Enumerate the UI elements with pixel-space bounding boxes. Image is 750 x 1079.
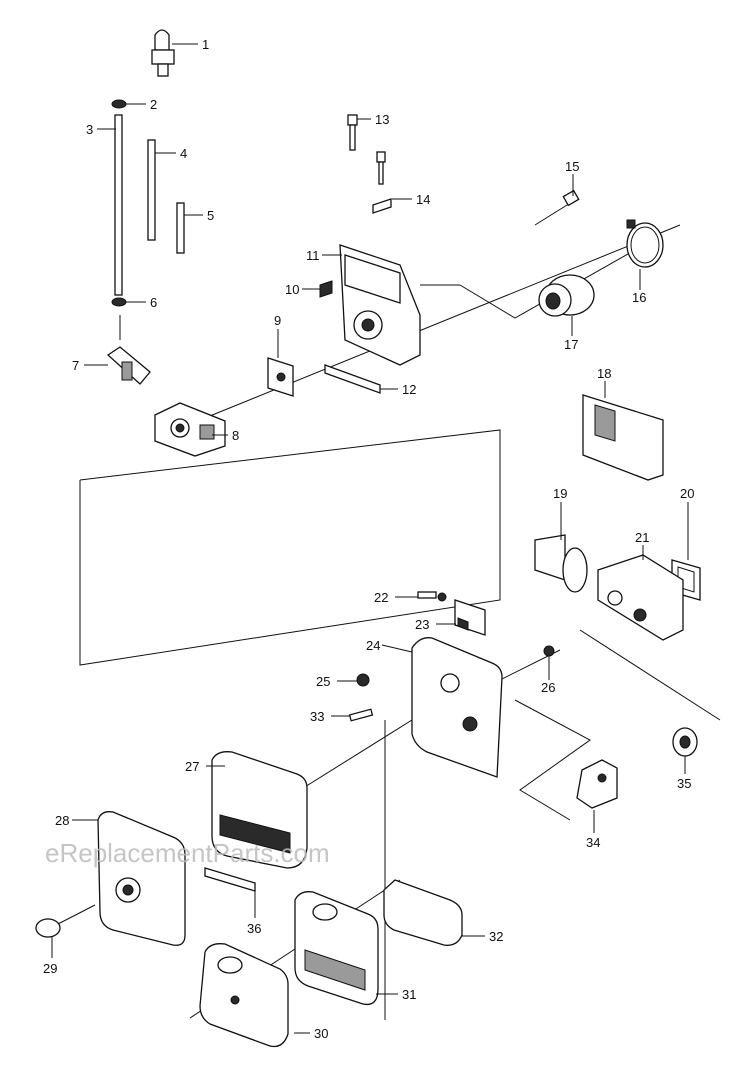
callout-14: 14 <box>416 192 430 207</box>
part-7-choke-lever <box>106 346 151 385</box>
callout-18: 18 <box>597 366 611 381</box>
callout-26: 26 <box>541 680 555 695</box>
callout-29: 29 <box>43 961 57 976</box>
callout-25: 25 <box>316 674 330 689</box>
callout-4: 4 <box>180 146 187 161</box>
callout-31: 31 <box>402 987 416 1002</box>
part-1-primer-bulb <box>151 29 175 77</box>
callout-20: 20 <box>680 486 694 501</box>
part-36-strip <box>204 867 256 892</box>
part-9-gasket-hole <box>276 372 286 382</box>
part-26-nut <box>543 645 555 657</box>
part-25-nut <box>356 673 370 687</box>
callout-30: 30 <box>314 1026 328 1041</box>
part-24-base-plate <box>411 637 503 778</box>
callout-24: 24 <box>366 638 380 653</box>
part-34-bracket <box>576 759 618 809</box>
part-16-clamp-ring <box>626 219 664 268</box>
part-6-clamp <box>111 297 127 307</box>
part-29-knob <box>35 904 96 938</box>
callout-35: 35 <box>677 776 691 791</box>
part-4-fuel-hose <box>147 139 156 241</box>
callout-2: 2 <box>150 97 157 112</box>
callout-36: 36 <box>247 921 261 936</box>
part-17-intake-boot <box>538 274 595 317</box>
part-27-filter <box>211 751 308 869</box>
part-2-clamp <box>111 99 127 109</box>
part-8-carburetor <box>154 402 226 457</box>
callout-leaders <box>51 43 689 1034</box>
part-31-filter-holder <box>294 891 379 1006</box>
part-18-cover <box>582 394 664 481</box>
callout-27: 27 <box>185 759 199 774</box>
callout-3: 3 <box>86 122 93 137</box>
callout-17: 17 <box>564 337 578 352</box>
callout-labels: 1 2 3 4 5 6 7 8 9 10 11 12 13 14 15 16 1… <box>43 37 694 1041</box>
callout-8: 8 <box>232 428 239 443</box>
part-10-plate <box>319 280 333 298</box>
part-22-screw <box>417 591 447 602</box>
part-14-bracket <box>372 151 392 214</box>
part-15-bolt <box>534 189 580 226</box>
callout-22: 22 <box>374 590 388 605</box>
callout-10: 10 <box>285 282 299 297</box>
part-11-adapter-housing <box>339 244 421 366</box>
callout-32: 32 <box>489 929 503 944</box>
callout-12: 12 <box>402 382 416 397</box>
part-12-foam-strip <box>324 364 381 394</box>
watermark: eReplacementParts.com <box>45 838 330 868</box>
part-13-screw <box>347 114 358 151</box>
callout-7: 7 <box>72 358 79 373</box>
callout-15: 15 <box>565 159 579 174</box>
callout-16: 16 <box>632 290 646 305</box>
callout-5: 5 <box>207 208 214 223</box>
part-5-fuel-hose <box>176 202 185 254</box>
callout-33: 33 <box>310 709 324 724</box>
part-23-rubber-block <box>454 599 486 636</box>
callout-11: 11 <box>306 248 320 263</box>
part-23-block-notch <box>457 617 469 631</box>
callout-21: 21 <box>635 530 649 545</box>
part-32-foam-pad <box>383 879 463 946</box>
callout-19: 19 <box>553 486 567 501</box>
part-30-foam-cover <box>199 943 289 1048</box>
part-21-box <box>597 554 684 641</box>
callout-13: 13 <box>375 112 389 127</box>
callout-9: 9 <box>274 313 281 328</box>
part-28-filter-cover <box>97 811 186 946</box>
callout-34: 34 <box>586 835 600 850</box>
callout-1: 1 <box>202 37 209 52</box>
callout-28: 28 <box>55 813 69 828</box>
callout-6: 6 <box>150 295 157 310</box>
part-19-elbow <box>534 534 588 593</box>
callout-23: 23 <box>415 617 429 632</box>
part-3-fuel-hose <box>114 114 123 296</box>
part-35-cap <box>672 727 698 757</box>
part-33-screw <box>348 708 374 722</box>
